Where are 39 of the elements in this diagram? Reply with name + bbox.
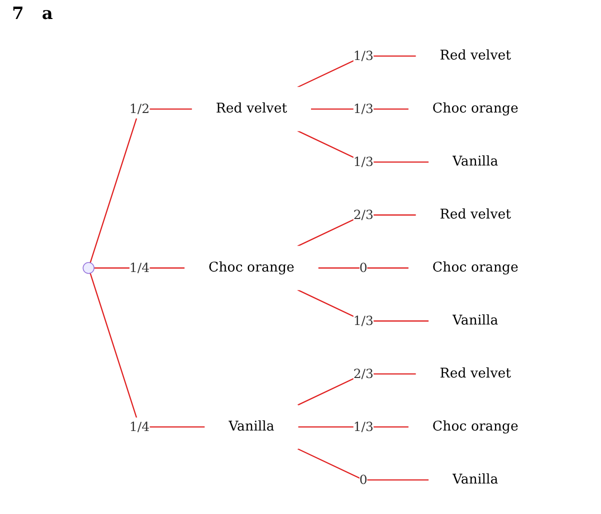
node-text: Choc orange	[432, 260, 518, 276]
connector	[298, 426, 409, 428]
node-text: Vanilla	[452, 154, 498, 170]
edge-label: 1/3	[353, 313, 374, 328]
connector	[297, 130, 429, 163]
connector	[297, 55, 416, 88]
edge-label: 1/3	[353, 101, 374, 116]
edge-label: 1/3	[353, 154, 374, 170]
node-text: Vanilla	[452, 472, 498, 488]
connector	[90, 273, 206, 428]
connector	[297, 448, 429, 481]
edge-label: 1/4	[129, 419, 150, 434]
edge-label: 1/2	[129, 101, 150, 116]
connector	[94, 267, 185, 269]
edge-label: 1/4	[129, 260, 150, 276]
connector	[297, 373, 416, 406]
node-text: Choc orange	[432, 418, 518, 434]
node-circle	[82, 262, 94, 274]
connector	[297, 289, 429, 322]
edge-label: 1/3	[353, 48, 374, 64]
edge-label: 1/3	[353, 419, 374, 434]
node-text: Red velvet	[440, 48, 511, 64]
node-text: Vanilla	[452, 312, 498, 328]
edge-label: 2/3	[353, 366, 374, 382]
connector	[310, 108, 409, 110]
node-text: Choc orange	[208, 260, 294, 276]
node-text: Red velvet	[216, 100, 288, 116]
node-text: Red velvet	[440, 366, 511, 382]
edge-label: 0	[359, 472, 368, 487]
node-text: Red velvet	[440, 206, 511, 222]
connector	[297, 214, 416, 247]
node-text: Vanilla	[228, 418, 274, 434]
question-label: 7	[12, 4, 24, 24]
connector	[90, 108, 192, 263]
edge-label: 0	[359, 260, 368, 276]
question-label: a	[42, 4, 53, 24]
connector	[318, 267, 409, 269]
node-text: Choc orange	[432, 100, 518, 116]
edge-label: 2/3	[353, 207, 374, 222]
